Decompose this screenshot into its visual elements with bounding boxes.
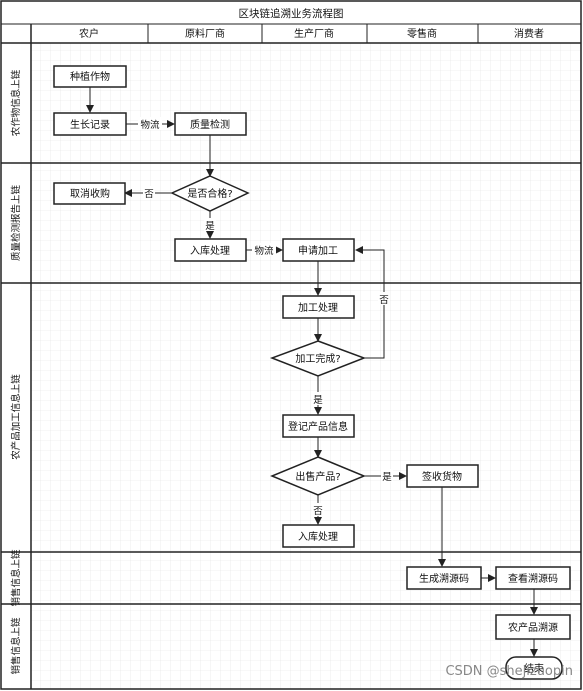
edge-label-yes-3: 是 [382, 472, 392, 483]
edge-label-yes-1: 是 [205, 221, 215, 232]
column-header-farmer: 农户 [79, 27, 99, 40]
node-view-trace-code [495, 566, 571, 590]
node-sign-goods [406, 464, 479, 488]
edge-label-yes-2: 是 [313, 395, 323, 406]
edge-label-logistics-1: 物流 [140, 119, 160, 131]
node-end-label: 结束 [524, 662, 544, 675]
edge-label-no-3: 否 [313, 506, 323, 517]
node-quality-inspection-label: 质量检测 [190, 118, 230, 131]
node-processing-done-label: 加工完成? [295, 352, 340, 365]
watermark: CSDN @shejizuopin [445, 664, 573, 679]
node-sign-goods-label: 签收货物 [422, 470, 462, 483]
lane-label-crop-info: 农作物信息上链 [10, 69, 22, 136]
node-product-traceability [495, 614, 571, 640]
lane-label-sales-info-1: 销售信息上链 [10, 549, 22, 607]
node-cancel-purchase [53, 182, 126, 205]
node-qualified-decision [170, 175, 250, 212]
node-sell-decision [270, 456, 366, 496]
node-product-traceability-label: 农产品溯源 [508, 621, 558, 634]
node-quality-inspection [174, 112, 247, 136]
node-apply-processing-label: 申请加工 [298, 244, 338, 257]
node-processing [282, 295, 355, 319]
column-header-raw-material: 原料厂商 [185, 27, 225, 40]
node-qualified-decision-label: 是否合格? [187, 187, 232, 200]
edge-label-no-2: 否 [379, 295, 389, 306]
node-plant-crops [53, 65, 127, 88]
node-generate-trace-code [406, 566, 482, 590]
node-warehouse-2 [282, 524, 355, 548]
node-plant-crops-label: 种植作物 [70, 70, 110, 83]
node-apply-processing [282, 238, 355, 262]
node-warehouse-2-label: 入库处理 [298, 530, 338, 543]
node-register-product [282, 414, 355, 438]
node-warehouse-1-label: 入库处理 [190, 244, 230, 257]
node-growth-record-label: 生长记录 [70, 118, 110, 131]
node-view-trace-code-label: 查看溯源码 [508, 572, 558, 585]
lane-label-processing-info: 农产品加工信息上链 [10, 374, 22, 460]
node-generate-trace-code-label: 生成溯源码 [419, 572, 469, 585]
lane-label-quality-report: 质量检测报告上链 [10, 185, 22, 262]
edge-label-no-1: 否 [144, 189, 154, 200]
node-cancel-purchase-label: 取消收购 [70, 187, 110, 200]
node-growth-record [53, 112, 127, 136]
node-sell-decision-label: 出售产品? [295, 470, 340, 483]
node-end [505, 656, 563, 680]
column-header-retailer: 零售商 [407, 27, 437, 40]
node-processing-label: 加工处理 [298, 302, 338, 314]
diagram-title: 区块链追溯业务流程图 [239, 7, 344, 20]
column-header-producer: 生产厂商 [294, 27, 334, 40]
node-warehouse-1 [174, 238, 247, 262]
column-header-consumer: 消费者 [514, 27, 544, 40]
node-processing-done-decision [269, 340, 367, 377]
edge-label-logistics-2: 物流 [254, 245, 274, 257]
lane-label-sales-info-2: 销售信息上链 [10, 617, 22, 675]
node-register-product-label: 登记产品信息 [288, 420, 348, 433]
